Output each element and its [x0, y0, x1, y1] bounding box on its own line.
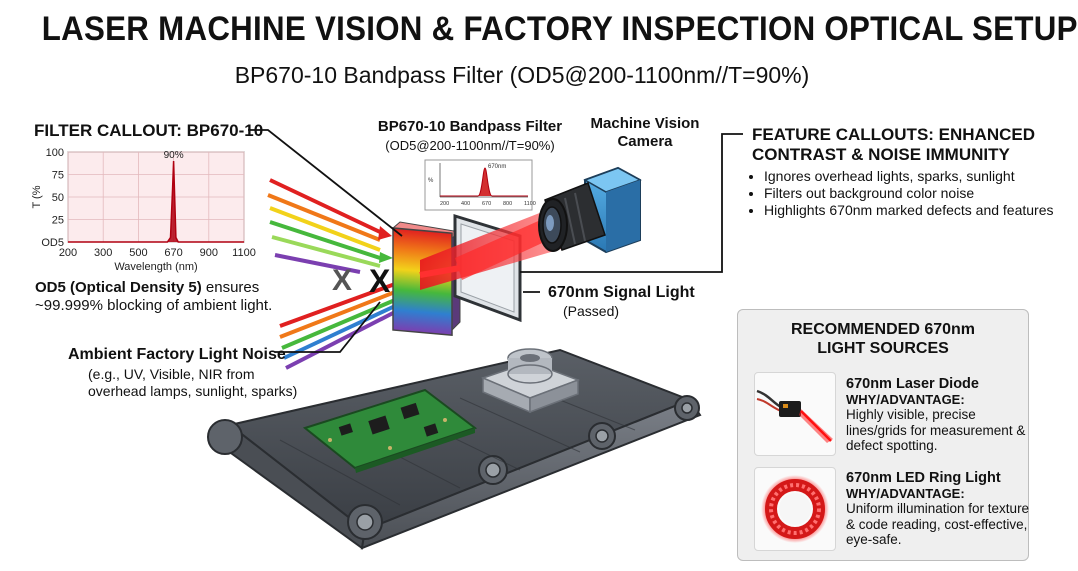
mini-chart-x-tick: 1100 — [524, 201, 536, 207]
ambient-light-arrows — [267, 178, 405, 370]
machine-vision-camera — [538, 166, 642, 254]
od5-line2: ~99.999% blocking of ambient light. — [35, 297, 273, 314]
chart-x-tick-label: 670 — [164, 247, 182, 259]
signal-light-title: 670nm Signal Light — [548, 284, 695, 301]
optical-setup-illustration: X X 670nm % 200 400 670 800 1100 100 75 50 25OD… — [31, 129, 743, 550]
recommended-title-line1: RECOMMENDED 670nm — [790, 321, 976, 338]
source-why-label: WHY/ADVANTAGE: — [846, 392, 965, 407]
laser-diode-icon — [756, 389, 833, 443]
chart-y-tick-label: 50 — [52, 192, 64, 204]
chart-y-tick-label: 25 — [52, 215, 64, 227]
page-subtitle: BP670-10 Bandpass Filter (OD5@200-1100nm… — [234, 62, 810, 88]
feature-list: Ignores overhead lights, sparks, sunligh… — [748, 168, 1054, 219]
recommended-title: RECOMMENDED 670nm LIGHT SOURCES — [738, 320, 1028, 358]
chart-x-tick-label: 300 — [94, 247, 112, 259]
chart-x-tick-label: 1100 — [232, 247, 256, 259]
source-why-label: WHY/ADVANTAGE: — [846, 486, 965, 501]
chart-x-tick-label: 900 — [200, 247, 218, 259]
od5-bold: OD5 (Optical Density 5) — [35, 279, 202, 296]
feature-callouts-title: FEATURE CALLOUTS: ENHANCED CONTRAST & NO… — [752, 125, 1035, 165]
feature-item: Ignores overhead lights, sparks, sunligh… — [764, 168, 1054, 185]
chart-y-tick-label: OD5 — [41, 237, 64, 249]
chart-y-axis-label: T (% — [31, 185, 43, 208]
camera-title: Machine Vision Camera — [575, 115, 715, 151]
source-name: 670nm Laser Diode — [846, 376, 979, 392]
feature-title-line2: CONTRAST & NOISE IMMUNITY — [752, 145, 1010, 164]
recommended-title-line2: LIGHT SOURCES — [817, 340, 949, 357]
chart-x-axis-label: Wavelength (nm) — [114, 261, 197, 273]
camera-title-line1: Machine Vision — [590, 115, 700, 132]
signal-light-note: (Passed) — [563, 303, 620, 319]
camera-title-line2: Camera — [617, 133, 673, 150]
chart-y-tick-label: 100 — [46, 147, 64, 159]
circuit-board — [302, 388, 478, 473]
mini-chart-x-tick: 200 — [440, 201, 449, 207]
feature-title-line1: FEATURE CALLOUTS: ENHANCED — [752, 125, 1036, 144]
led-ring-image — [754, 467, 836, 551]
chart-series-line — [68, 160, 244, 243]
chart-x-tick-label: 500 — [129, 247, 147, 259]
signal-beam — [419, 205, 575, 290]
ambient-noise-detail: (e.g., UV, Visible, NIR from overhead la… — [88, 366, 297, 400]
feature-item: Filters out background color noise — [764, 185, 1054, 202]
blocked-mark-black: X — [369, 263, 391, 299]
feature-item: Highlights 670nm marked defects and feat… — [764, 202, 1054, 219]
chart-x-tick-label: 200 — [59, 247, 77, 259]
source-name: 670nm LED Ring Light — [846, 470, 1001, 486]
mini-chart-x-tick: 670 — [482, 201, 491, 207]
source-laser-diode: 670nm Laser Diode WHY/ADVANTAGE: Highly … — [846, 376, 1031, 454]
metal-part — [480, 348, 581, 414]
mini-chart-y-label: % — [428, 178, 434, 184]
chart-peak-label: 90% — [164, 150, 184, 161]
mini-chart-x-ticks: 200 400 670 800 1100 — [440, 201, 536, 207]
source-description: Uniform illumination for texture & code … — [846, 501, 1030, 547]
mini-chart-peak-label: 670nm — [488, 164, 506, 170]
ambient-noise-line2: overhead lamps, sunlight, sparks) — [88, 383, 298, 399]
chart-y-tick-label: 75 — [52, 170, 64, 182]
source-led-ring: 670nm LED Ring Light WHY/ADVANTAGE: Unif… — [846, 470, 1031, 548]
mini-chart-x-tick: 400 — [461, 201, 470, 207]
ambient-noise-line1: (e.g., UV, Visible, NIR from — [88, 366, 255, 382]
bandpass-filter-title: BP670-10 Bandpass Filter — [377, 118, 563, 135]
leader-lines — [248, 129, 743, 353]
page-title: LASER MACHINE VISION & FACTORY INSPECTIO… — [41, 10, 1078, 48]
led-ring-icon — [761, 475, 829, 543]
od5-rest: ensures — [201, 279, 260, 296]
od5-note: OD5 (Optical Density 5) ensures ~99.999%… — [35, 279, 272, 315]
filter-callout-title: FILTER CALLOUT: BP670-10 — [34, 121, 264, 140]
source-description: Highly visible, precise lines/grids for … — [846, 407, 1026, 453]
ambient-noise-title: Ambient Factory Light Noise — [68, 346, 286, 363]
blocked-mark-gray: X — [332, 264, 352, 297]
mini-filter-chart: 670nm % 200 400 670 800 1100 — [424, 159, 536, 211]
laser-diode-image — [754, 372, 836, 456]
recommended-sources-panel: RECOMMENDED 670nm LIGHT SOURCES 670nm La… — [737, 309, 1029, 561]
bandpass-filter-spec: (OD5@200-1100nm//T=90%) — [385, 138, 555, 153]
mini-chart-x-tick: 800 — [503, 201, 512, 207]
